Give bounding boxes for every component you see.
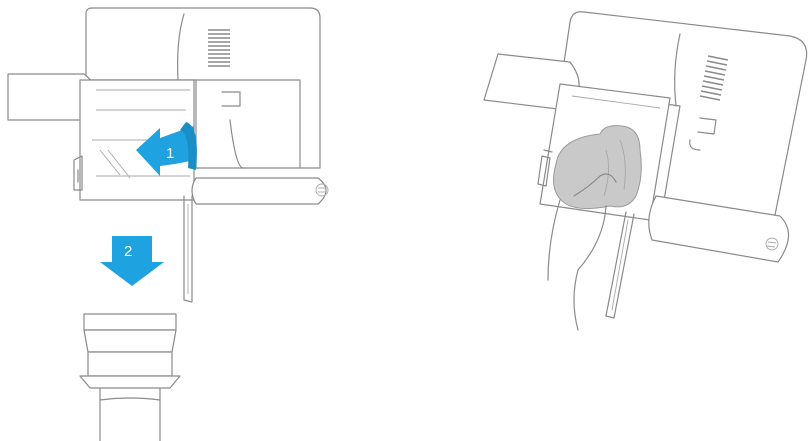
battery-vent [765, 237, 779, 251]
hand-icon [547, 173, 617, 331]
battery-vent [315, 183, 329, 197]
release-latch [183, 195, 193, 303]
step-1-label: 1 [166, 145, 174, 162]
rotate-arrow-icon: 1 [136, 122, 197, 176]
release-latch [605, 211, 635, 319]
down-arrow-icon: 2 [100, 236, 164, 286]
vent-grille [699, 55, 729, 101]
cloth-icon [553, 125, 642, 210]
vacuum-handheld-icon [85, 7, 321, 169]
battery-bar [191, 177, 327, 205]
vent-grille [208, 29, 230, 67]
left-vacuum-illustration: 1 2 [7, 7, 329, 441]
right-vacuum-illustration [483, 11, 808, 331]
step-2-label: 2 [124, 243, 132, 260]
extension-tube [79, 313, 181, 441]
vacuum-handheld-icon [559, 11, 808, 241]
battery-bar [648, 195, 790, 263]
